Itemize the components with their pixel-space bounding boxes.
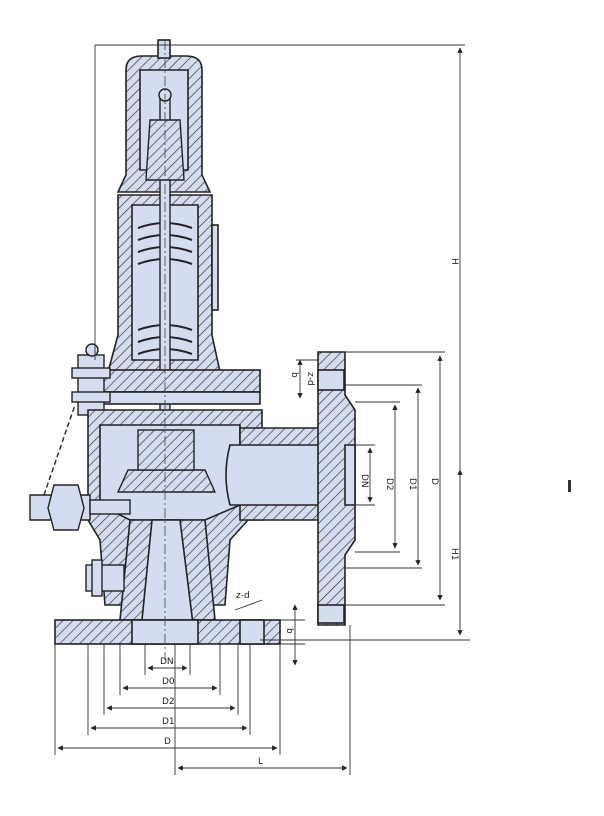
dim-z-d-inlet: z-d — [236, 591, 250, 601]
dim-DN-outlet: DN — [359, 474, 369, 488]
inlet-flange — [54, 619, 281, 645]
body-bolt — [85, 559, 125, 597]
outlet-flange — [317, 351, 356, 626]
dim-H: H — [449, 258, 459, 265]
dim-b-inlet: b — [284, 628, 294, 634]
test-lever — [29, 404, 131, 531]
flange-bolt-left — [71, 343, 111, 416]
dim-D0: D0 — [162, 677, 175, 687]
dim-L: L — [258, 757, 263, 767]
dim-D2-outlet: D2 — [384, 478, 394, 491]
dim-b-outlet: b — [289, 372, 299, 378]
dim-D1-outlet: D1 — [407, 478, 417, 491]
body-top-flange — [94, 369, 261, 405]
dim-DN-inlet: DN — [160, 657, 174, 667]
dim-D1: D1 — [162, 717, 175, 727]
dim-H1: H1 — [449, 548, 459, 561]
dim-D2: D2 — [162, 697, 175, 707]
valve-disc — [116, 429, 217, 493]
dim-D-outlet: D — [429, 478, 439, 485]
dim-z-d-outlet: z-d — [305, 372, 315, 386]
margin-mark — [568, 480, 571, 492]
dim-D: D — [164, 737, 171, 747]
dimension-lines — [54, 44, 470, 775]
